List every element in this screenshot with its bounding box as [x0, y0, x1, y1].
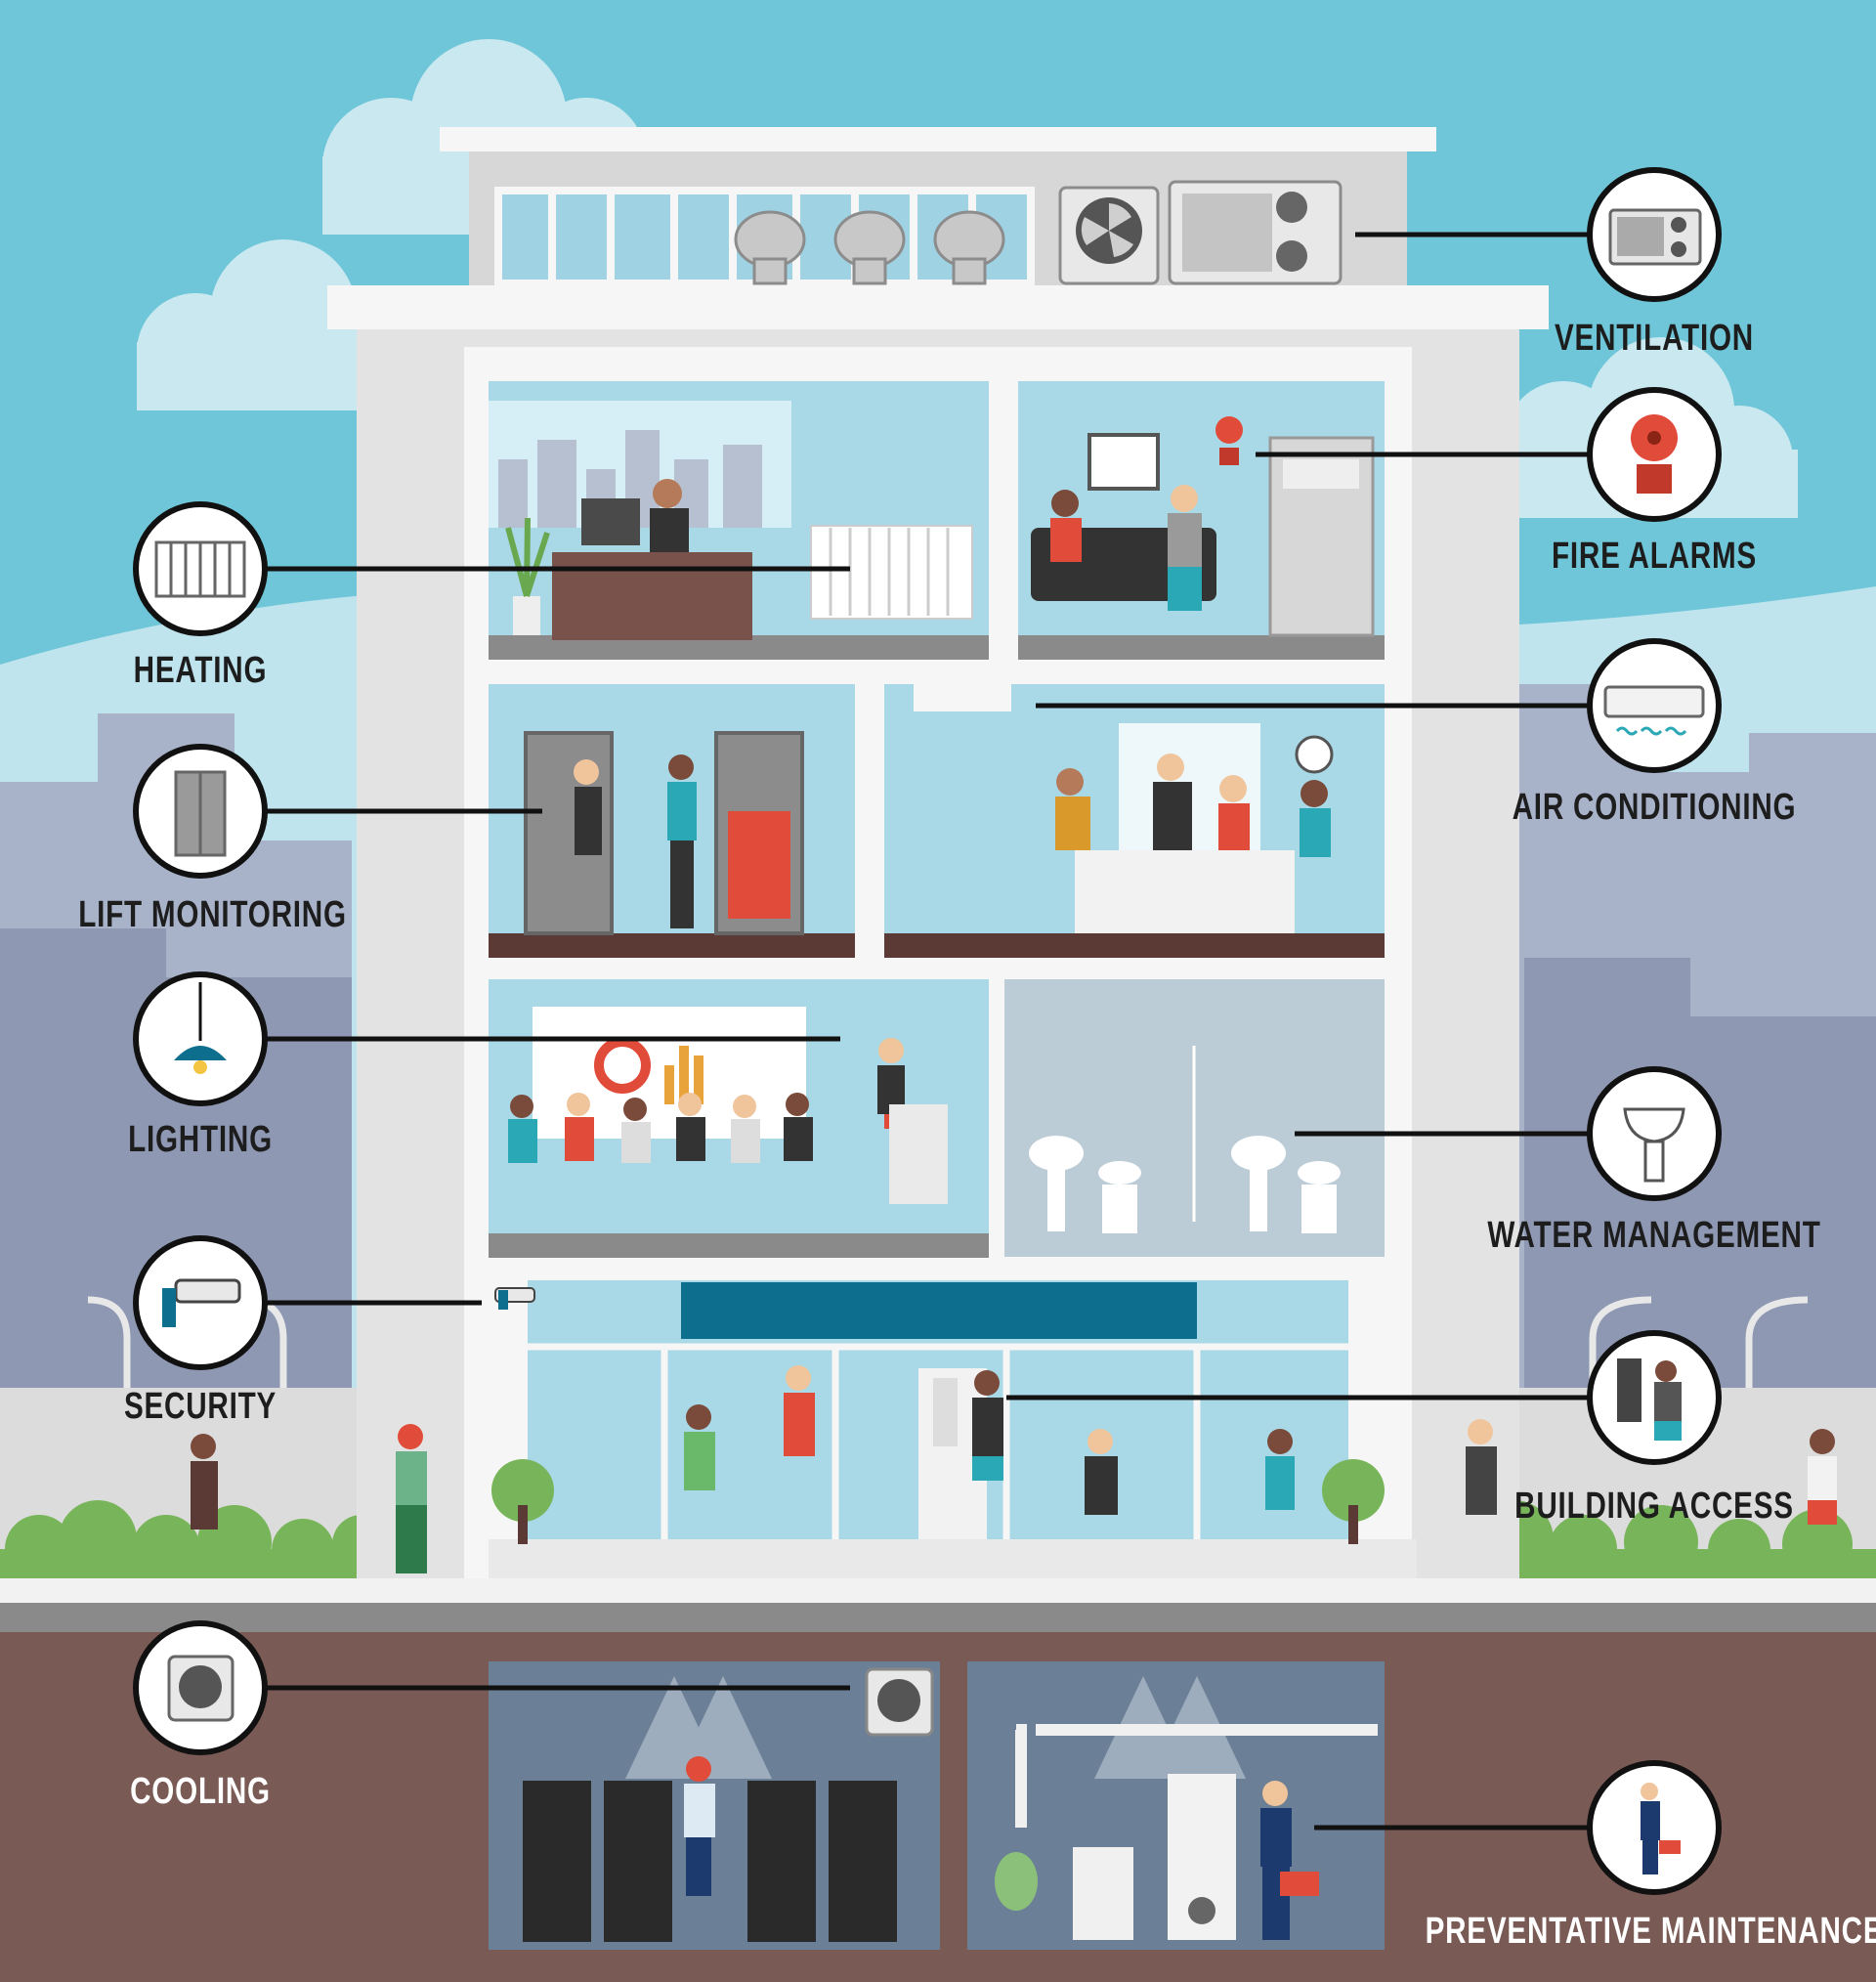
wall-picture	[1087, 433, 1160, 491]
ventilation-callout	[1587, 167, 1722, 302]
street-trees	[491, 1459, 1385, 1544]
radiator-icon	[154, 540, 246, 598]
elevator-people	[574, 754, 697, 928]
access-keypad	[933, 1378, 958, 1446]
lift-monitoring-callout	[133, 744, 268, 879]
heating-callout	[133, 501, 268, 636]
restroom-fixtures	[1029, 1136, 1341, 1233]
label-lift-monitoring: LIFT MONITORING	[78, 894, 347, 935]
meeting-table	[1075, 850, 1295, 933]
label-water-management: WATER MANAGEMENT	[1487, 1215, 1821, 1256]
radiator	[810, 525, 973, 620]
lectern	[889, 1104, 948, 1204]
elevator-car	[728, 811, 790, 919]
technician-icon	[1641, 1783, 1681, 1874]
label-fire-alarms: FIRE ALARMS	[1551, 536, 1758, 577]
server-technician	[684, 1756, 715, 1896]
road-edge	[0, 1603, 1876, 1632]
access-panel-icon	[1617, 1358, 1682, 1441]
fire-alarms-callout	[1587, 387, 1722, 522]
label-building-access: BUILDING ACCESS	[1514, 1486, 1794, 1527]
rooftop-hvac-units	[1058, 180, 1343, 285]
floor-slab	[489, 933, 855, 958]
label-heating: HEATING	[133, 650, 268, 691]
elevator-icon	[174, 770, 227, 857]
air-conditioner-icon	[1603, 685, 1705, 736]
boiler-equipment	[995, 1724, 1378, 1940]
water-management-callout	[1587, 1066, 1722, 1201]
pie-graphic	[594, 1037, 651, 1094]
pendant-lamp-icon	[174, 982, 227, 1074]
preventative-maintenance-callout	[1587, 1760, 1722, 1895]
label-security: SECURITY	[123, 1386, 277, 1427]
fire-alarm-bell-icon	[1631, 414, 1678, 494]
roof-turbine-vents	[734, 210, 1005, 285]
server-racks	[523, 1781, 897, 1942]
building-access-callout	[1587, 1330, 1722, 1465]
wall-air-conditioner	[914, 684, 1011, 711]
door-window	[1283, 459, 1359, 489]
air-conditioning-callout	[1587, 638, 1722, 773]
maintenance-technician	[1260, 1781, 1319, 1940]
meeting-people	[1055, 754, 1331, 857]
waiting-people	[1050, 485, 1202, 611]
office-plant	[505, 517, 550, 635]
fire-alarm-bell	[1215, 416, 1243, 465]
floor-slab	[1018, 635, 1385, 660]
ventilation-unit-icon	[1608, 208, 1702, 266]
pedestrians	[191, 1365, 1837, 1573]
roof-slab	[327, 285, 1549, 329]
entrance-steps	[489, 1539, 1417, 1578]
label-lighting: LIGHTING	[128, 1119, 273, 1160]
label-preventative-maintenance: PREVENTATIVE MAINTENANCE	[1425, 1911, 1876, 1952]
presenter	[877, 1038, 948, 1204]
callout-leader-lines	[264, 232, 1593, 1831]
floor-slab	[489, 1233, 989, 1258]
cctv-camera-icon	[162, 1278, 241, 1327]
label-air-conditioning: AIR CONDITIONING	[1512, 787, 1797, 828]
label-ventilation: VENTILATION	[1555, 318, 1754, 359]
entrance-signboard	[681, 1282, 1197, 1339]
audience	[508, 1093, 813, 1163]
security-callout	[133, 1235, 268, 1370]
sidewalk	[0, 1578, 1876, 1603]
cooling-fan	[877, 1679, 920, 1722]
bar-graphic	[664, 1046, 704, 1104]
security-camera	[494, 1287, 535, 1310]
sink-icon	[1623, 1107, 1685, 1183]
wall-clock	[1295, 735, 1334, 774]
floor-slab	[884, 933, 1385, 958]
label-cooling: COOLING	[130, 1771, 271, 1812]
radiator-fins	[829, 528, 950, 616]
glazing-mullions	[528, 1343, 1348, 1539]
cooling-callout	[133, 1620, 268, 1755]
lighting-callout	[133, 971, 268, 1106]
cooling-fan-icon	[167, 1655, 234, 1722]
roof-parapet	[440, 127, 1436, 151]
